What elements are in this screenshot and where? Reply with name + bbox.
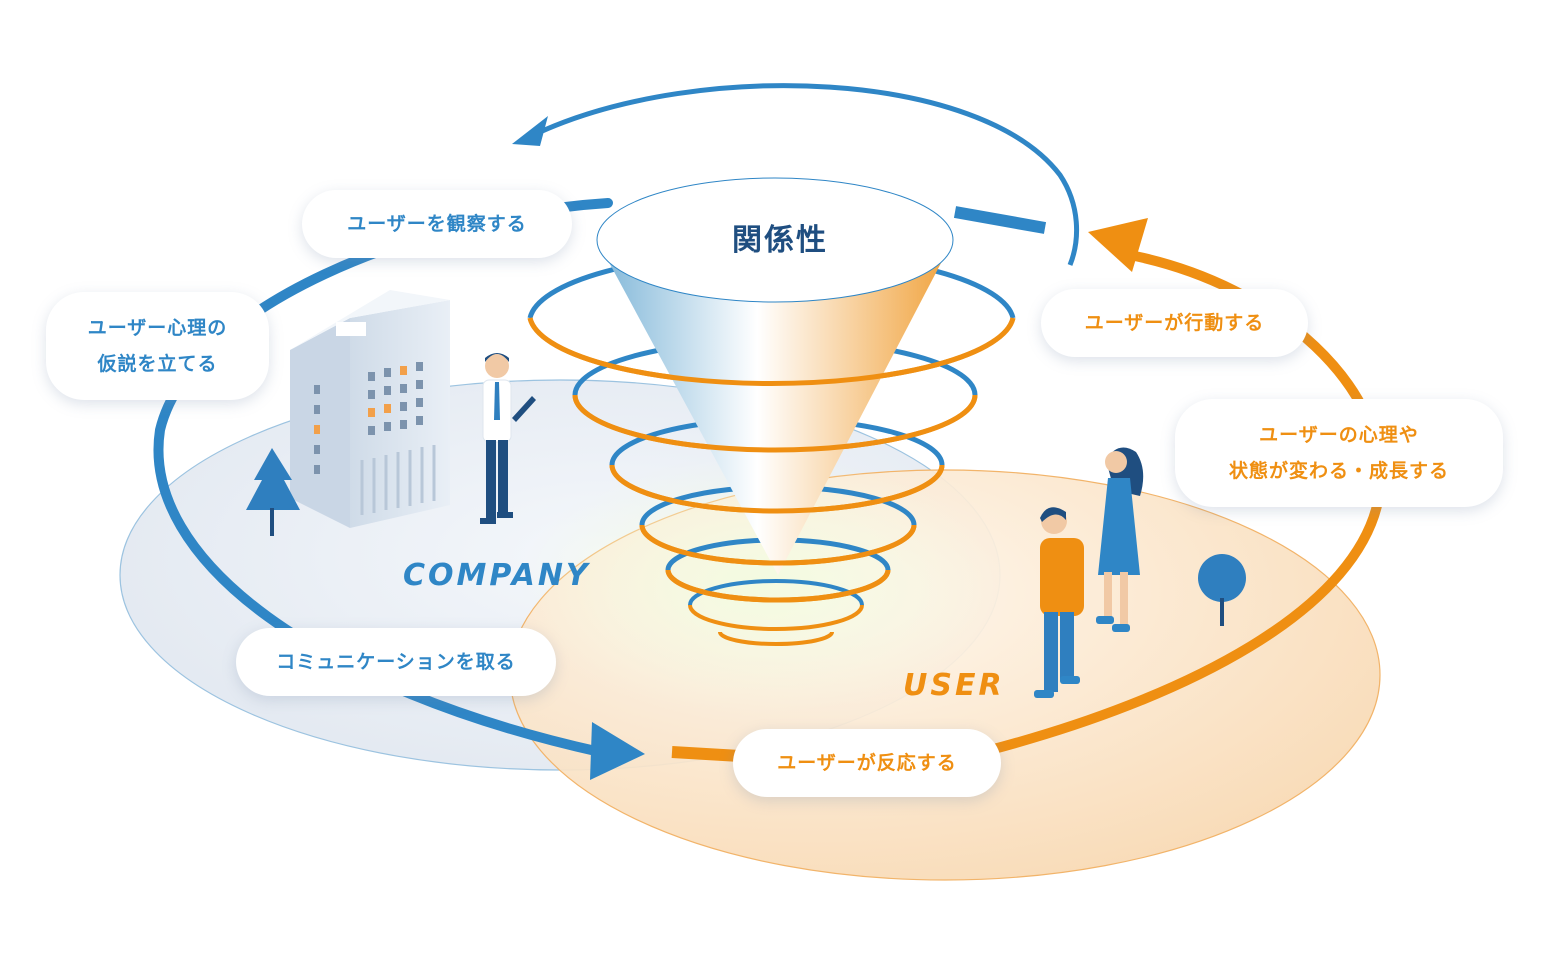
step-hypothesis: ユーザー心理の 仮説を立てる — [46, 292, 269, 400]
user-zone-label: USER — [903, 668, 1005, 703]
step-communicate: コミュニケーションを取る — [236, 628, 556, 696]
office-building-icon — [290, 290, 450, 528]
step-user-acts: ユーザーが行動する — [1041, 289, 1308, 357]
step-user-changes: ユーザーの心理や 状態が変わる・成長する — [1175, 399, 1503, 507]
step-user-reacts: ユーザーが反応する — [733, 729, 1001, 797]
company-zone-label: COMPANY — [403, 558, 591, 593]
step-observe-user: ユーザーを観察する — [302, 190, 572, 258]
relationship-label: 関係性 — [660, 215, 900, 259]
